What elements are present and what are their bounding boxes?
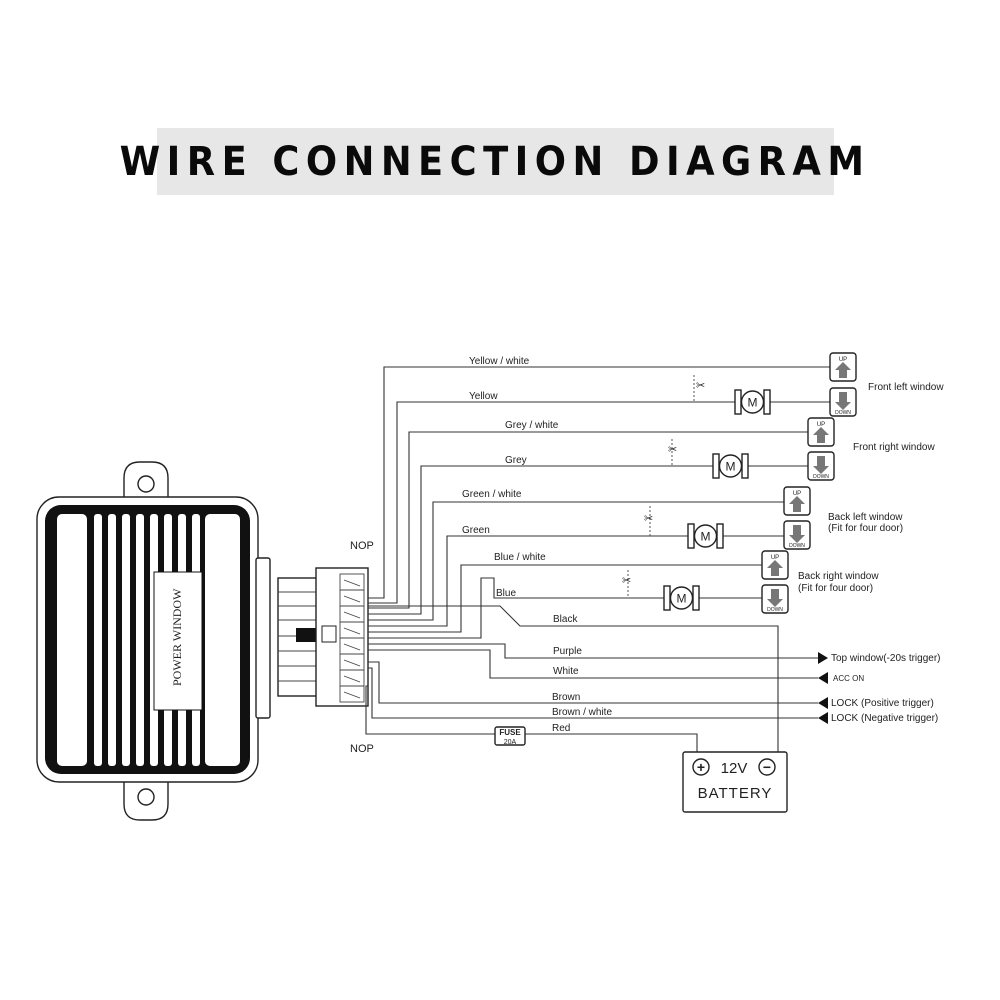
motor-front-right: M [712, 453, 749, 479]
battery-label: BATTERY [698, 785, 773, 802]
svg-text:UP: UP [793, 491, 801, 497]
motor-icon [669, 586, 694, 610]
motor-icon [740, 390, 765, 414]
arrow-left-icon [818, 712, 828, 724]
wire-label-green: Green [462, 525, 490, 536]
motor-label: M [748, 396, 758, 410]
wire-label-purple: Purple [553, 646, 582, 657]
harness-connector [277, 567, 369, 707]
mount-hole-top [137, 475, 155, 493]
wire-label-grey-white: Grey / white [505, 420, 559, 431]
wire-label-white: White [553, 666, 579, 677]
lock-negative-label: LOCK (Negative trigger) [831, 713, 938, 724]
down-arrow-icon [813, 456, 829, 474]
front-right-window-label: Front right window [853, 442, 935, 453]
fuse: FUSE 20A [494, 726, 526, 746]
motor-label: M [726, 460, 736, 474]
svg-text:DOWN: DOWN [813, 474, 829, 480]
module-label: POWER WINDOW [170, 588, 184, 686]
svg-text:DOWN: DOWN [835, 410, 851, 416]
motor-front-left: M [734, 389, 771, 415]
switch-back-right: UP DOWN [761, 550, 789, 614]
up-arrow-icon [835, 362, 851, 378]
battery-minus: − [763, 759, 771, 775]
battery-voltage: 12V [721, 760, 748, 777]
wire-label-blue: Blue [496, 588, 516, 599]
negative-terminal-icon [758, 758, 776, 776]
nop-bottom-label: NOP [350, 743, 374, 755]
svg-text:UP: UP [771, 555, 779, 561]
back-left-window-label: Back left window [828, 512, 903, 523]
battery: + − 12V BATTERY [682, 751, 788, 813]
wire-label-black: Black [553, 614, 578, 625]
switch-front-left: UP DOWN [829, 352, 857, 417]
svg-text:DOWN: DOWN [767, 607, 783, 613]
back-left-window-note: (Fit for four door) [828, 523, 903, 534]
trigger-arrows [818, 652, 828, 724]
wire-label-brown-white: Brown / white [552, 707, 612, 718]
arrow-left-icon [818, 672, 828, 684]
lock-positive-label: LOCK (Positive trigger) [831, 698, 934, 709]
arrow-left-icon [818, 697, 828, 709]
motor-icon [718, 454, 743, 478]
back-right-window-note: (Fit for four door) [798, 583, 873, 594]
wire-label-grey: Grey [505, 455, 527, 466]
wire-label-blue-white: Blue / white [494, 552, 546, 563]
positive-terminal-icon [692, 758, 710, 776]
nop-top-label: NOP [350, 540, 374, 552]
cut-marks: ✂ ✂ ✂ ✂ [622, 375, 705, 598]
svg-text:UP: UP [839, 357, 847, 363]
motor-icon [693, 524, 718, 548]
wire-label-yellow: Yellow [469, 391, 498, 402]
diagram-title: WIRE CONNECTION DIAGRAM [120, 138, 871, 185]
battery-plus: + [697, 759, 705, 775]
scissors-icon: ✂ [696, 380, 705, 392]
up-arrow-icon [767, 560, 783, 576]
down-arrow-icon [835, 392, 851, 410]
fuse-label: FUSE [499, 728, 521, 737]
scissors-icon: ✂ [668, 444, 677, 456]
wire-label-red: Red [552, 723, 570, 734]
motor-back-right: M [663, 585, 700, 611]
motor-back-left: M [687, 523, 724, 549]
scissors-icon: ✂ [644, 513, 653, 525]
scissors-icon: ✂ [622, 575, 631, 587]
up-arrow-icon [789, 496, 805, 512]
motor-label: M [677, 592, 687, 606]
down-arrow-icon [789, 525, 805, 543]
wires [365, 366, 830, 757]
up-arrow-icon [813, 427, 829, 443]
arrow-right-icon [818, 652, 828, 664]
acc-on-label: ACC ON [833, 674, 864, 683]
switch-front-right: UP DOWN [807, 417, 835, 481]
power-window-module: POWER WINDOW [36, 461, 271, 821]
mount-hole-bottom [137, 788, 155, 806]
side-port [255, 557, 271, 719]
motor-label: M [701, 530, 711, 544]
fuse-rating: 20A [504, 739, 517, 746]
back-right-window-label: Back right window [798, 571, 879, 582]
down-arrow-icon [767, 589, 783, 607]
front-left-window-label: Front left window [868, 382, 944, 393]
wire-label-yellow-white: Yellow / white [469, 356, 530, 367]
switch-back-left: UP DOWN [783, 486, 811, 550]
svg-text:DOWN: DOWN [789, 543, 805, 549]
wire-label-brown: Brown [552, 692, 580, 703]
title-banner: WIRE CONNECTION DIAGRAM [120, 128, 864, 195]
wire-label-green-white: Green / white [462, 489, 522, 500]
svg-text:UP: UP [817, 422, 825, 428]
top-window-trigger-label: Top window(-20s trigger) [831, 653, 941, 664]
